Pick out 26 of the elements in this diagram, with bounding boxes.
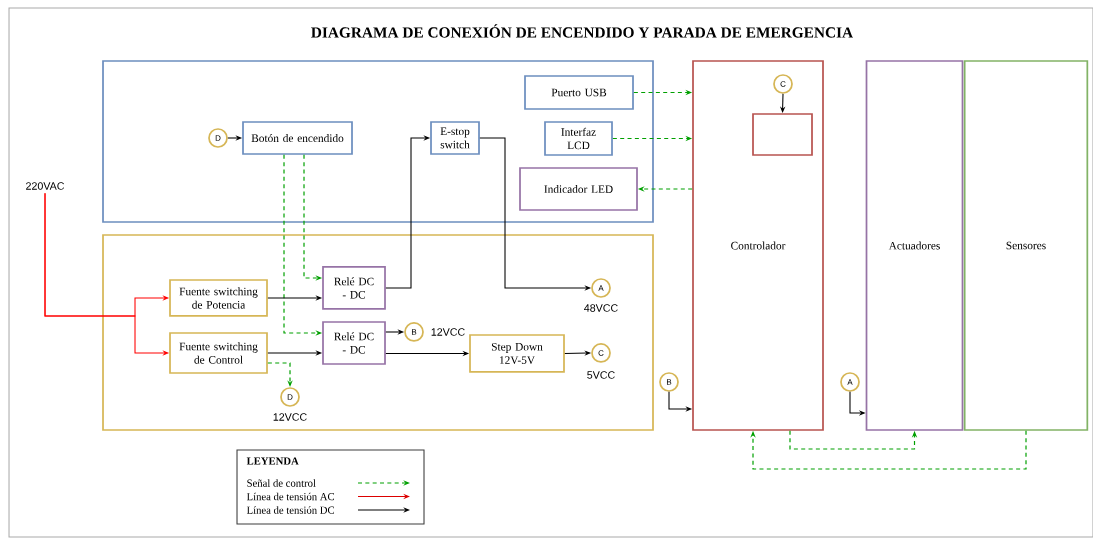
group-frame [102,60,654,223]
arrow [750,430,1027,470]
legend-heading: LEYENDA [246,457,299,465]
module-column: Sensores [963,60,1089,431]
module-box: Botón de encendido [242,121,353,155]
module-box: Relé DC - DC [322,266,386,310]
board-box [752,113,813,156]
module-box: Indicador LED [519,167,638,211]
module-box: Fuente switching de Potencia [169,279,268,317]
module-box: E-stop switch [430,121,480,155]
module-box: Fuente switching de Control [169,332,268,374]
legend-text: Línea de tensión DC [246,506,334,514]
legend-text: Señal de control [247,479,316,487]
module-box: Relé DC - DC [322,321,386,365]
module-column: Actuadores [865,60,964,431]
diagram-title: DIAGRAMA DE CONEXIÓN DE ENCENDIDO Y PARADA DE EMERGENCIA [311,24,853,38]
voltage-label: 220VAC [26,182,65,190]
legend-text: Línea de tensión AC [246,492,334,501]
voltage-label: 12VCC [273,413,307,421]
voltage-label: 12VCC [431,328,465,336]
module-box: Interfaz LCD [544,121,613,156]
module-box: Puerto USB [524,75,634,110]
module-box: Step Down 12V-5V [469,334,565,373]
voltage-label: 5VCC [587,371,615,379]
group-frame [102,234,654,431]
voltage-label: 48VCC [584,304,618,312]
